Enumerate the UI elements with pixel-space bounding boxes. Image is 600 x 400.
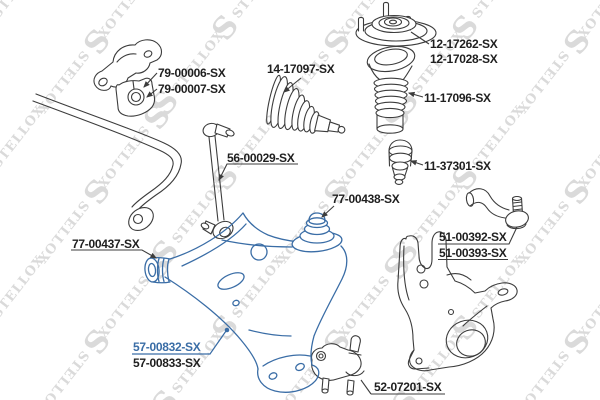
part-number-tie-rod-b[interactable]: 51-00393-SX bbox=[439, 246, 507, 260]
strut-boot-drawing bbox=[366, 45, 416, 134]
highlight-leader bbox=[132, 327, 230, 355]
ball-joint-drawing bbox=[311, 335, 365, 396]
part-number-stab-link[interactable]: 56-00029-SX bbox=[227, 151, 295, 165]
bump-stop-drawing bbox=[388, 139, 413, 185]
part-number-stab-bracket-b[interactable]: 79-00007-SX bbox=[158, 82, 226, 96]
steering-rack-boot-drawing bbox=[266, 74, 346, 134]
part-number-ball-joint[interactable]: 52-07201-SX bbox=[374, 380, 442, 394]
part-number-tie-rod-a[interactable]: 51-00392-SX bbox=[439, 230, 507, 244]
part-number-rear-bushing[interactable]: 77-00438-SX bbox=[332, 192, 400, 206]
part-number-rack-boot[interactable]: 14-17097-SX bbox=[267, 62, 335, 76]
stabilizer-bar-drawing bbox=[32, 93, 182, 232]
leader-lines bbox=[71, 31, 518, 395]
control-arm-drawing bbox=[144, 212, 348, 393]
part-number-control-arm-b[interactable]: 57-00833-SX bbox=[133, 356, 201, 370]
part-number-bump-stop[interactable]: 11-37301-SX bbox=[424, 159, 491, 173]
part-number-strut-mount-b[interactable]: 12-17028-SX bbox=[430, 52, 498, 66]
part-number-stab-bracket-a[interactable]: 79-00006-SX bbox=[158, 66, 226, 80]
strut-mount-drawing bbox=[355, 1, 437, 47]
steering-knuckle-drawing bbox=[397, 231, 518, 372]
stabilizer-link-drawing bbox=[200, 122, 235, 240]
part-number-strut-mount-a[interactable]: 12-17262-SX bbox=[430, 37, 498, 51]
part-number-control-arm-a[interactable]: 57-00832-SX bbox=[133, 340, 201, 354]
stabilizer-bushing-drawing bbox=[115, 77, 156, 117]
part-number-front-bushing[interactable]: 77-00437-SX bbox=[72, 237, 140, 251]
part-number-strut-boot[interactable]: 11-17096-SX bbox=[424, 91, 491, 105]
stabilizer-clamp-bracket-drawing bbox=[93, 39, 163, 91]
tie-rod-end-drawing bbox=[465, 188, 529, 230]
